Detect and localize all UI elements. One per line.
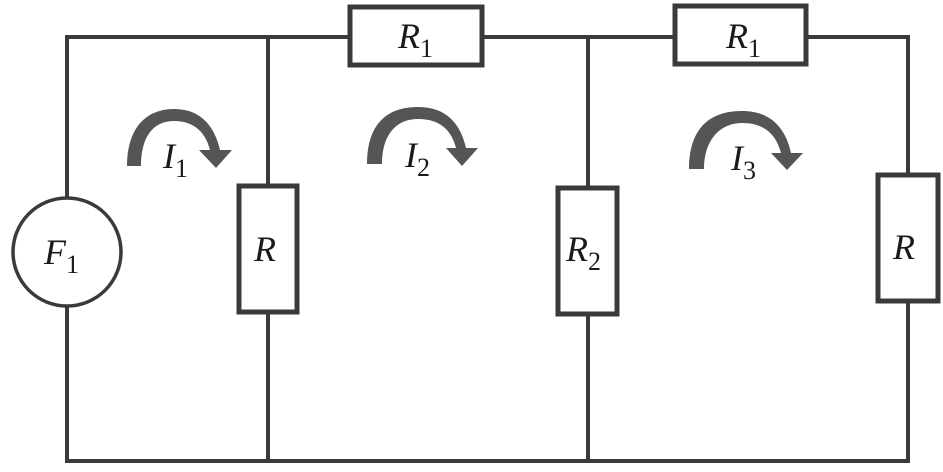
resistor-subscript: 1 bbox=[420, 34, 433, 63]
source-subscript: 1 bbox=[66, 250, 79, 279]
resistor-label: R1 bbox=[725, 16, 761, 63]
loop-current-i2: I2 bbox=[367, 107, 478, 182]
loop-current-i3: I3 bbox=[689, 111, 803, 185]
clockwise-arrow-icon bbox=[367, 107, 478, 166]
resistor-label: R1 bbox=[397, 16, 433, 63]
resistor-symbol: R bbox=[725, 16, 748, 56]
resistor-body bbox=[672, 3, 809, 67]
loop-current-i1: I1 bbox=[127, 109, 232, 183]
resistor-subscript: 1 bbox=[748, 34, 761, 63]
resistor-label: R bbox=[892, 227, 915, 267]
wire-left bbox=[65, 35, 352, 200]
resistor-body bbox=[875, 172, 941, 304]
voltage-source-f1: F1 bbox=[11, 196, 123, 308]
current-subscript: 3 bbox=[743, 156, 756, 185]
current-label: I3 bbox=[730, 138, 756, 185]
current-label: I1 bbox=[162, 136, 188, 183]
resistor-series-right: R1 bbox=[672, 3, 809, 67]
resistor-symbol: R bbox=[565, 229, 588, 269]
resistor-body bbox=[555, 185, 620, 317]
resistor-symbol: R bbox=[892, 227, 915, 267]
resistor-shunt-right: R bbox=[875, 172, 941, 304]
wire-top-right bbox=[804, 35, 910, 177]
current-symbol: I bbox=[162, 136, 177, 176]
clockwise-arrow-icon bbox=[127, 109, 232, 168]
resistor-symbol: R bbox=[397, 16, 420, 56]
wires bbox=[65, 35, 910, 463]
resistor-body bbox=[347, 4, 485, 68]
current-symbol: I bbox=[730, 138, 745, 178]
source-circle bbox=[11, 196, 123, 308]
current-label: I2 bbox=[404, 135, 430, 182]
clockwise-arrow-icon bbox=[689, 111, 803, 170]
resistor-subscript: 2 bbox=[588, 247, 601, 276]
resistor-body bbox=[236, 183, 300, 315]
source-label: F1 bbox=[43, 232, 79, 279]
resistor-symbol: R bbox=[253, 229, 276, 269]
wire-left-lower bbox=[65, 304, 910, 463]
current-subscript: 1 bbox=[175, 154, 188, 183]
current-symbol: I bbox=[404, 135, 419, 175]
source-symbol: F bbox=[43, 232, 67, 272]
resistor-series-left: R1 bbox=[347, 4, 485, 68]
resistor-shunt-left: R bbox=[236, 183, 300, 315]
resistor-label: R2 bbox=[565, 229, 601, 276]
resistor-label: R bbox=[253, 229, 276, 269]
current-subscript: 2 bbox=[417, 153, 430, 182]
resistor-shunt-middle: R2 bbox=[555, 185, 620, 317]
